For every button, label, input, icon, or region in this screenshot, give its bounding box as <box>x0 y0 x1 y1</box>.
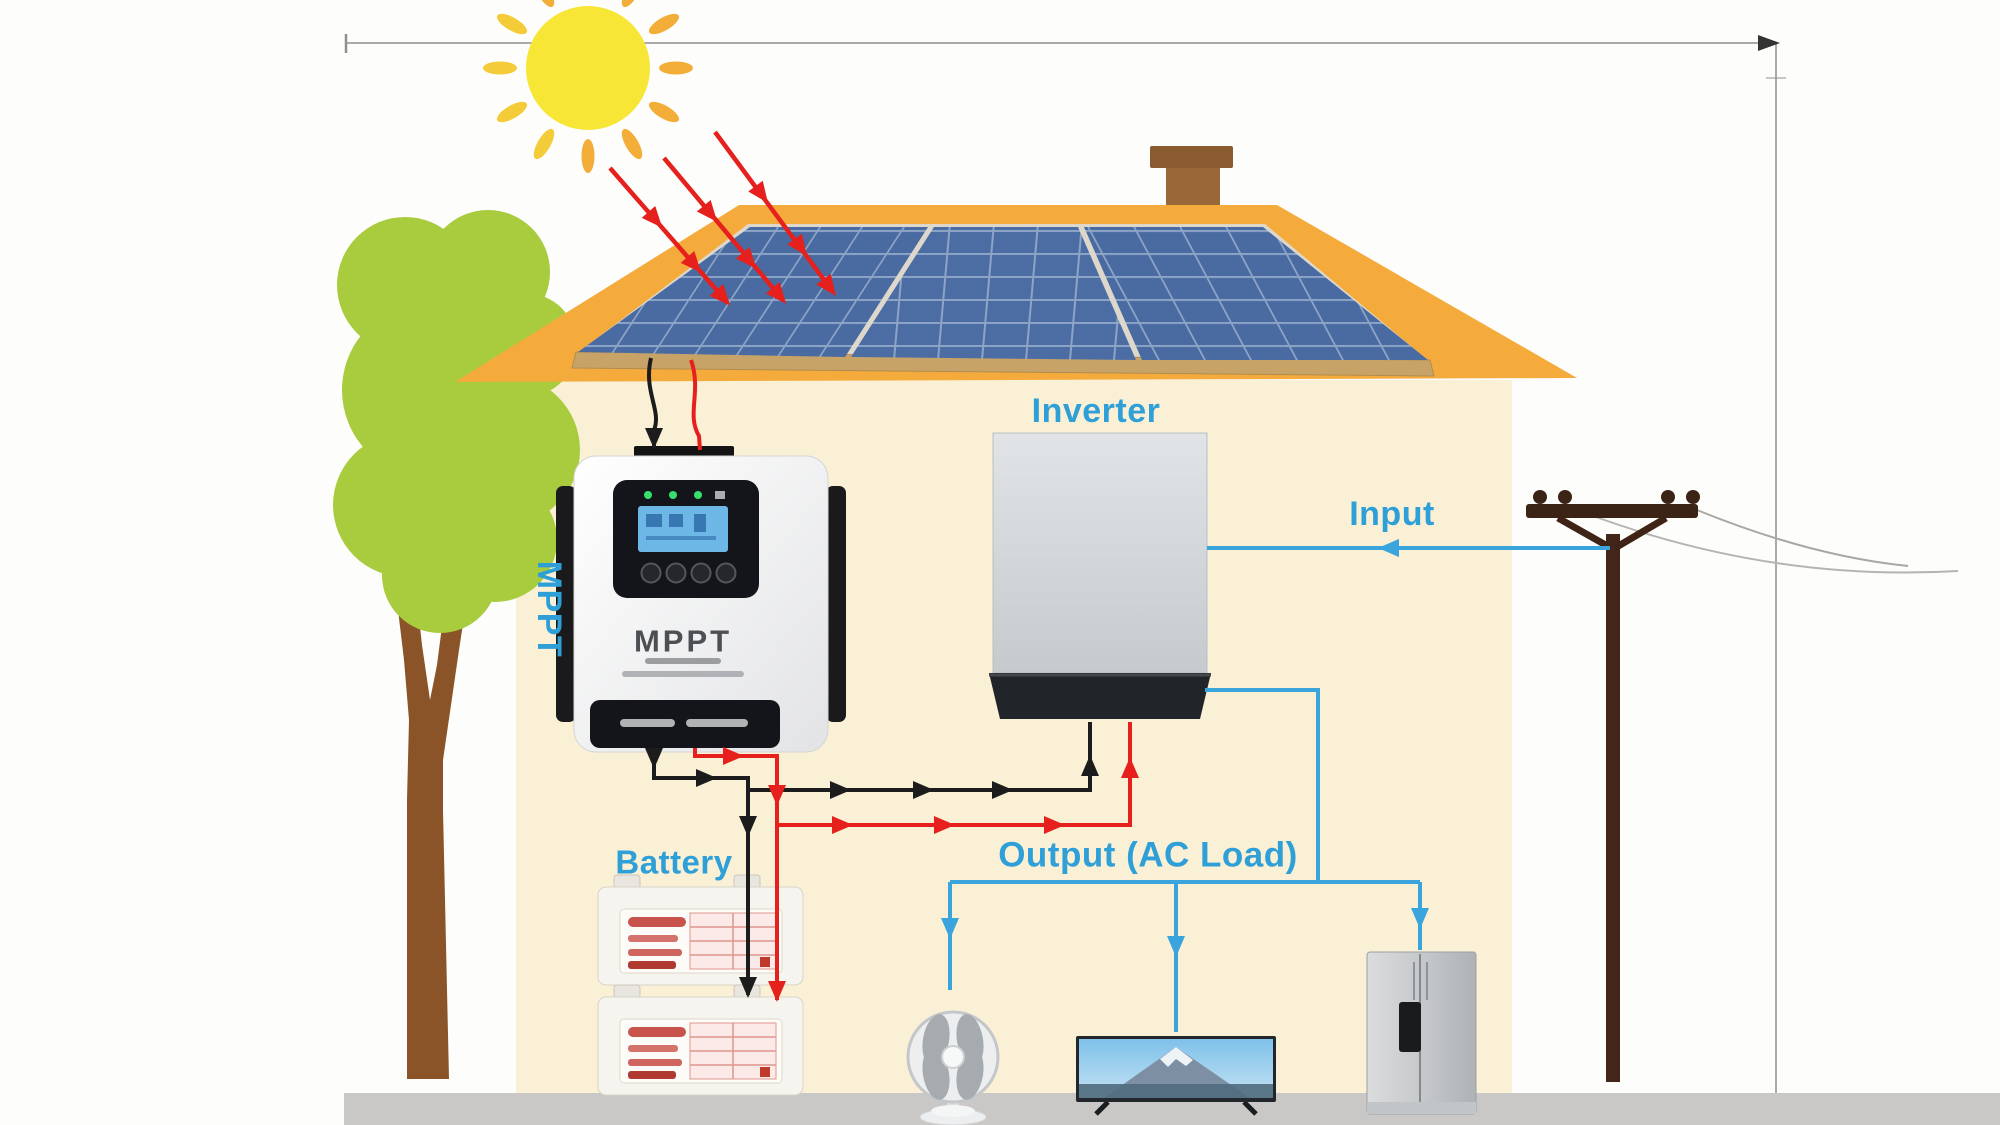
tree <box>333 210 580 1079</box>
input-label: Input <box>1349 495 1435 533</box>
power-grid-line <box>1696 509 1909 567</box>
mppt-device-label: MPPT <box>633 623 733 659</box>
mppt-lcd-screen <box>638 506 728 552</box>
solar-panel-3 <box>1084 227 1428 360</box>
sunlight-rays <box>608 130 844 312</box>
solar-panel-2 <box>851 227 1136 360</box>
battery-label-text: Battery <box>615 843 733 881</box>
television <box>1076 1036 1276 1116</box>
battery-bank <box>597 874 804 1096</box>
inverter-label: Inverter <box>1031 392 1161 430</box>
mppt-leds <box>644 491 725 499</box>
refrigerator <box>1366 951 1477 1115</box>
output-label: Output (AC Load) <box>998 835 1298 875</box>
battery-label <box>628 1022 777 1080</box>
ac-input-line <box>1207 539 1610 557</box>
power-grid-line <box>1587 513 1959 574</box>
tree-canopy <box>333 210 580 633</box>
sun <box>483 0 693 173</box>
battery-2 <box>597 984 804 1096</box>
mppt-wall-label: MPPT <box>530 560 568 658</box>
fridge-dispenser <box>1399 1002 1421 1052</box>
ac-output-lines <box>941 688 1429 1032</box>
tree-trunk <box>394 572 469 1079</box>
chimney <box>1150 146 1233 208</box>
inverter <box>989 432 1211 719</box>
dc-wires <box>645 722 1139 1002</box>
battery-label <box>628 912 777 970</box>
utility-pole <box>1526 490 1959 1082</box>
mppt-buttons <box>640 562 737 584</box>
solar-panel-array <box>571 224 1435 377</box>
solar-panel-1 <box>578 227 928 357</box>
fan <box>906 1010 1000 1125</box>
pv-wires <box>645 357 702 451</box>
mppt-charge-controller <box>556 446 846 753</box>
battery-1 <box>597 874 804 986</box>
